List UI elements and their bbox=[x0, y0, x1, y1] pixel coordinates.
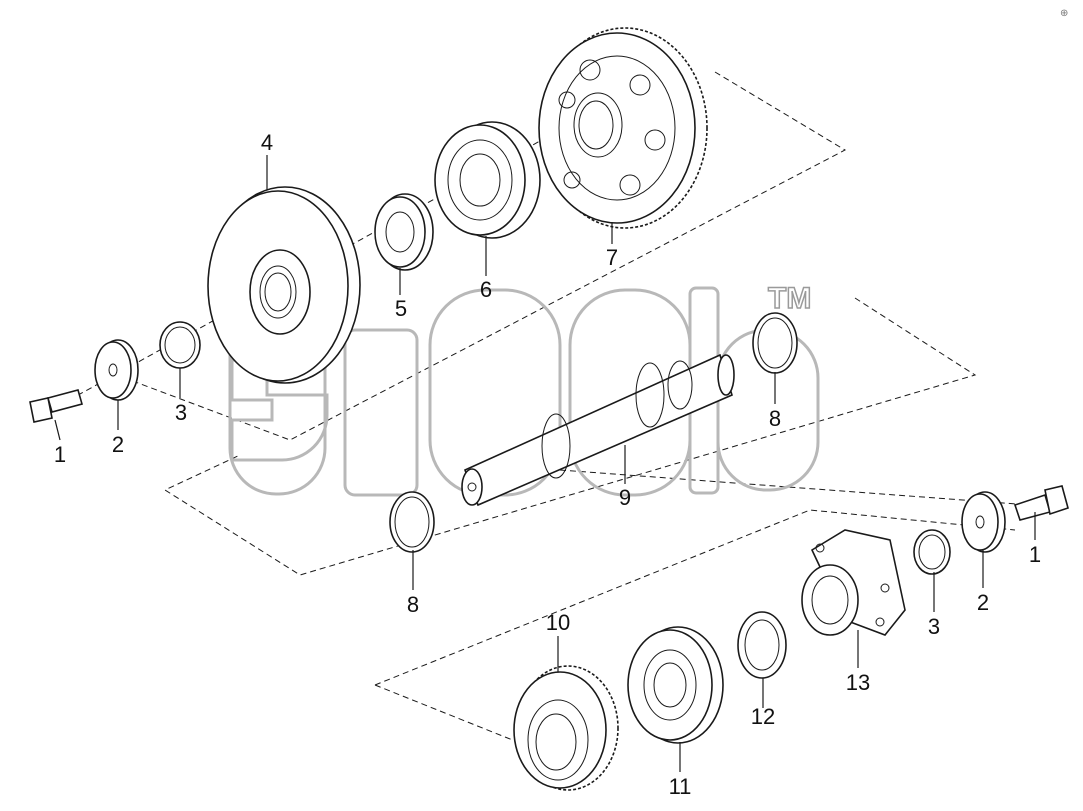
part-4-disc bbox=[207, 186, 361, 384]
callout-12: 12 bbox=[751, 704, 775, 729]
callout-10: 10 bbox=[546, 610, 570, 635]
part-7-large-gear bbox=[538, 27, 708, 229]
callout-6: 6 bbox=[480, 277, 492, 302]
part-5-needle-bearing bbox=[374, 193, 434, 271]
callout-9: 9 bbox=[619, 485, 631, 510]
callout-leader-lines bbox=[54, 155, 1036, 772]
assembly-guide-lines bbox=[59, 71, 1031, 746]
part-3-ring-right bbox=[913, 529, 951, 575]
callout-8-upper: 8 bbox=[769, 406, 781, 431]
part-11-bearing bbox=[627, 626, 724, 744]
corner-mark: ⊕ bbox=[1060, 8, 1068, 19]
callout-1-left: 1 bbox=[54, 442, 66, 467]
trademark-text: TM bbox=[768, 282, 811, 315]
callout-11: 11 bbox=[669, 774, 692, 799]
callout-7: 7 bbox=[606, 245, 618, 270]
callout-4: 4 bbox=[261, 130, 273, 155]
callout-5: 5 bbox=[395, 296, 407, 321]
part-13-flange bbox=[801, 529, 906, 636]
part-8-snap-ring-upper bbox=[752, 312, 798, 374]
part-1-bolt-left bbox=[29, 389, 83, 423]
part-1-bolt-right bbox=[1013, 485, 1069, 521]
part-12-seal-ring bbox=[737, 611, 787, 679]
part-9-splined-shaft bbox=[461, 353, 735, 507]
callout-labels: 1 2 3 4 5 6 7 8 9 8 1 2 3 13 10 12 11 bbox=[54, 130, 1041, 799]
part-8-snap-ring-lower bbox=[389, 491, 435, 553]
callout-13: 13 bbox=[846, 670, 870, 695]
callout-3-left: 3 bbox=[175, 400, 187, 425]
callout-8-lower: 8 bbox=[407, 592, 419, 617]
callout-1-right: 1 bbox=[1029, 542, 1041, 567]
callout-2-right: 2 bbox=[977, 590, 989, 615]
part-2-washer-right bbox=[961, 491, 1006, 553]
part-6-ball-bearing bbox=[434, 121, 541, 239]
part-10-small-gear bbox=[513, 665, 619, 791]
part-2-washer-left bbox=[94, 339, 139, 401]
callout-3-right: 3 bbox=[928, 614, 940, 639]
part-3-ring-left bbox=[159, 321, 201, 369]
callout-2-left: 2 bbox=[112, 432, 124, 457]
